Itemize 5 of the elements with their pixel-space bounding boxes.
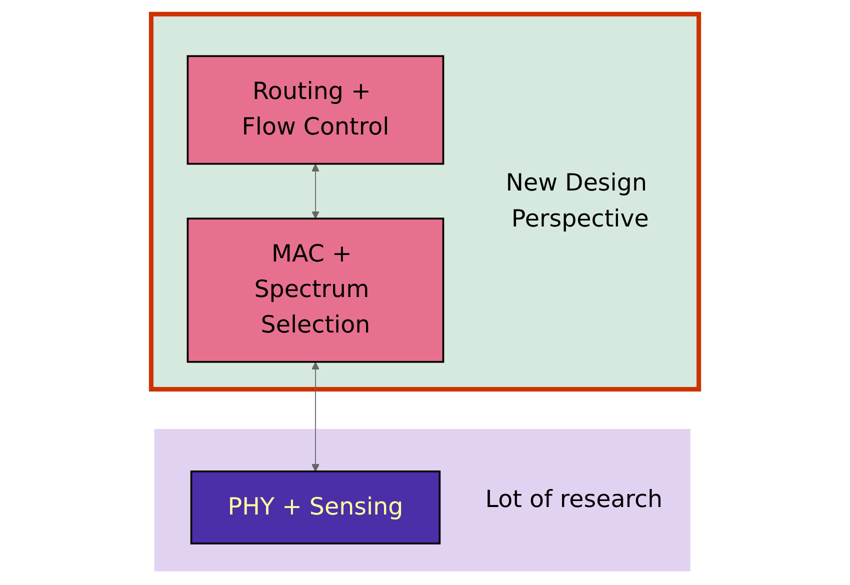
node-box: PHY + Sensing [190,470,441,544]
node-box: MAC + Spectrum Selection [186,218,444,363]
node-box: Routing + Flow Control [186,55,444,165]
arrow [311,362,320,472]
arrow [311,164,320,219]
